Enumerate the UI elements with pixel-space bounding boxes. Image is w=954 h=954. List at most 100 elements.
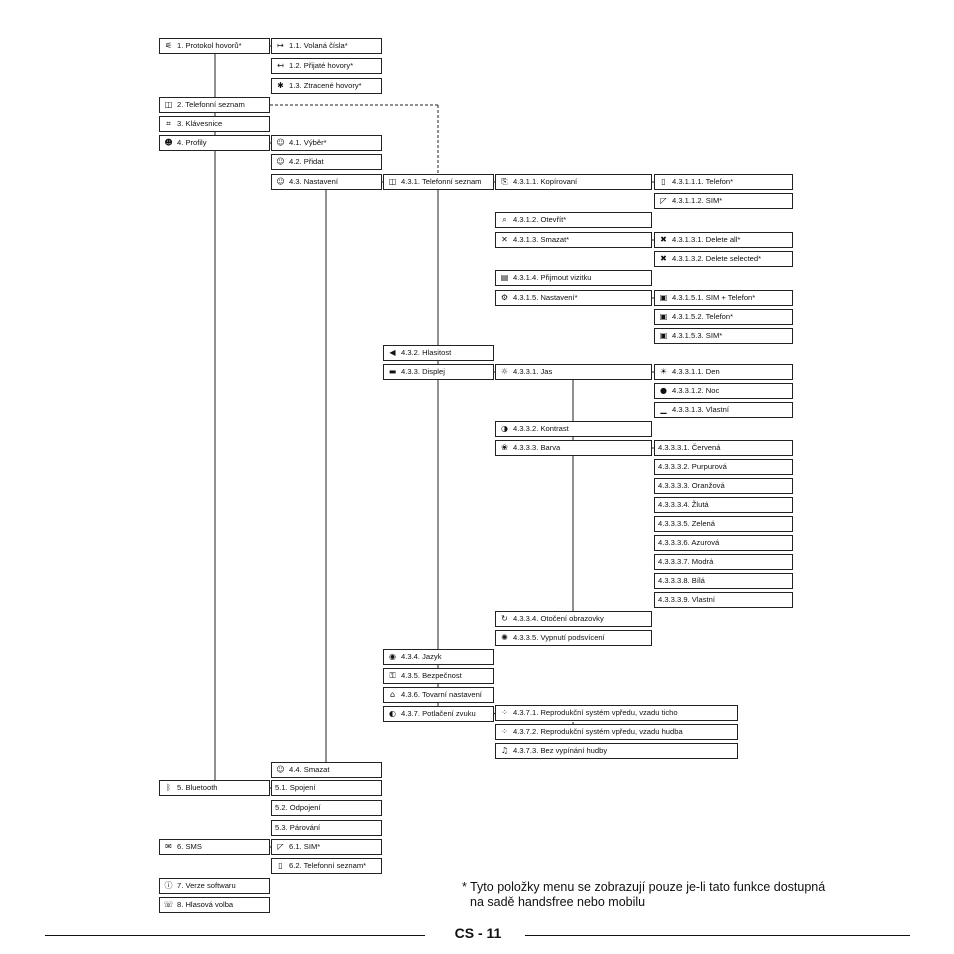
menu-item-label: 1.1. Volaná čísla* [289,41,348,50]
menu-item-4-3-3-3-2: 4.3.3.3.2. Purpurová [654,459,793,475]
menu-item-4-3-1-5-3: ▣4.3.1.5.3. SIM* [654,328,793,344]
menu-item-label: 4.3.3.3.3. Oranžová [658,481,725,490]
menu-item-4-3: ☺ 4.3. Nastavení [271,174,382,190]
speakers-music-icon: ⁘ [501,727,508,736]
menu-item-4-3-3-3-6: 4.3.3.3.6. Azurová [654,535,793,551]
sim-card-icon: ◸ [660,196,667,205]
menu-item-label: 4.3.7. Potlačení zvuku [401,709,476,718]
menu-item-label: 1.2. Přijaté hovory* [289,61,354,70]
menu-item-label: 4.3.3.3.9. Vlastní [658,595,715,604]
menu-item-4-3-3: ▬4.3.3. Displej [383,364,494,380]
menu-item-6-1: ◸6.1. SIM* [271,839,382,855]
menu-item-4-3-1-5-1: ▣4.3.1.5.1. SIM + Telefon* [654,290,793,306]
phone-log-icon: ⚟ [164,41,173,50]
menu-item-2: ◫ 2. Telefonní seznam [159,97,270,113]
menu-item-4-3-1-5: ⚙4.3.1.5. Nastavení* [495,290,652,306]
menu-item-label: 4.3.1. Telefonní seznam [401,177,482,186]
menu-item-label: 4.3.3.3.5. Zelená [658,519,715,528]
page-number: CS - 11 [454,925,502,941]
sim-card-icon: ◸ [277,842,284,851]
menu-item-4-3-3-3: ❀4.3.3.3. Barva [495,440,652,456]
menu-item-4-3-5: ⚿4.3.5. Bezpečnost [383,668,494,684]
menu-item-label: 4.3.1.4. Přijmout vizitku [513,273,592,282]
custom-level-icon: ▁ [660,405,667,414]
menu-item-5-1: 5.1. Spojení [271,780,382,796]
menu-item-4-3-3-3-9: 4.3.3.3.9. Vlastní [654,592,793,608]
menu-item-5-2: 5.2. Odpojení [271,800,382,816]
menu-item-label: 5.1. Spojení [275,783,316,792]
menu-item-4-3-1-3-2: ✖4.3.1.3.2. Delete selected* [654,251,793,267]
copy-icon: ⎘ [501,177,508,186]
menu-item-4-3-3-3-3: 4.3.3.3.3. Oranžová [654,478,793,494]
menu-item-label: 4.3.1.1.2. SIM* [672,196,723,205]
outgoing-call-icon: ↦ [277,41,284,50]
footer-rule-right [525,935,910,936]
footer-rule-left [45,935,425,936]
music-on-icon: ♫ [500,746,509,755]
menu-item-label: 5. Bluetooth [177,783,218,792]
mobile-phone-icon: ▯ [278,861,283,870]
menu-item-4-3-1: ◫ 4.3.1. Telefonní seznam [383,174,494,190]
menu-item-label: 4.3.1.3. Smazat* [513,235,570,244]
night-icon: ● [660,386,667,395]
menu-item-4-3-2: ◀4.3.2. Hlasitost [383,345,494,361]
menu-item-1: ⚟ 1. Protokol hovorů* [159,38,270,54]
menu-item-label: 1.3. Ztracené hovory* [289,81,362,90]
menu-item-5: ᛒ 5. Bluetooth [159,780,270,796]
menu-item-4-3-1-4: ▤4.3.1.4. Přijmout vizitku [495,270,652,286]
bluetooth-icon: ᛒ [166,783,171,792]
delete-all-icon: ✖ [660,235,667,244]
menu-item-label: 4.3.3.4. Otočení obrazovky [513,614,604,623]
menu-item-4-3-3-1-1: ☀4.3.3.1.1. Den [654,364,793,380]
profile-select-icon: ☺ [276,138,285,147]
phonebook-icon: ◫ [388,177,397,186]
menu-item-label: 1. Protokol hovorů* [177,41,242,50]
menu-item-4-2: ☺4.2. Přidat [271,154,382,170]
incoming-call-icon: ↤ [277,61,284,70]
speakers-front-icon: ⁘ [501,708,508,717]
day-icon: ☀ [659,367,668,376]
menu-item-label: 4.3.1.1. Kopírovaní [513,177,578,186]
footnote-line-1: * Tyto položky menu se zobrazují pouze j… [462,880,826,894]
menu-item-4-3-1-1-1: ▯4.3.1.1.1. Telefon* [654,174,793,190]
menu-item-label: 4.3.3.3.2. Purpurová [658,462,727,471]
phonebook-icon: ◫ [164,100,173,109]
menu-item-label: 4.3.3.3.1. Červená [658,443,721,452]
menu-item-label: 8. Hlasová volba [177,900,234,909]
menu-item-label: 4.3.1.5.1. SIM + Telefon* [672,293,756,302]
menu-item-label: 4. Profily [177,138,207,147]
phone-storage-icon: ▣ [659,312,668,321]
menu-item-label: 4.3. Nastavení [289,177,338,186]
menu-item-4-3-1-5-2: ▣ 4.3.1.5.2. Telefon* [654,309,793,325]
delete-selected-icon: ✖ [660,254,667,263]
language-icon: ◉ [389,652,396,661]
menu-item-label: 4.3.1.1.1. Telefon* [672,177,734,186]
menu-item-4-1: ☺4.1. Výběr* [271,135,382,151]
info-icon: ⓘ [164,881,173,890]
menu-item-1-1: ↦ 1.1. Volaná čísla* [271,38,382,54]
brightness-icon: ☼ [500,367,509,376]
menu-item-label: 4.3.1.5.2. Telefon* [672,312,734,321]
menu-item-4-3-7-2: ⁘4.3.7.2. Reprodukční systém vpředu, vza… [495,724,738,740]
menu-item-4-3-3-3-1: 4.3.3.3.1. Červená [654,440,793,456]
profile-settings-icon: ☺ [276,177,285,186]
footnote-line-2: na sadě handsfree nebo mobilu [470,895,646,909]
menu-item-6: ✉6. SMS [159,839,270,855]
profile-add-icon: ☺ [276,157,285,166]
rotate-screen-icon: ↻ [501,614,508,623]
menu-item-4-3-1-1: ⎘ 4.3.1.1. Kopírovaní [495,174,652,190]
menu-item-label: 4.3.3.3.6. Azurová [658,538,720,547]
sms-icon: ✉ [165,842,172,851]
menu-item-4-3-1-2: ⌕4.3.1.2. Otevřít* [495,212,652,228]
menu-item-4-3-1-1-2: ◸ 4.3.1.1.2. SIM* [654,193,793,209]
connector [493,712,496,715]
menu-item-5-3: 5.3. Párování [271,820,382,836]
factory-reset-icon: ⌂ [389,690,396,699]
menu-item-4-3-3-3-7: 4.3.3.3.7. Modrá [654,554,793,570]
menu-item-label: 2. Telefonní seznam [177,100,245,109]
menu-item-4-3-6: ⌂4.3.6. Tovarní nastavení [383,687,494,703]
contrast-icon: ◑ [501,424,508,433]
